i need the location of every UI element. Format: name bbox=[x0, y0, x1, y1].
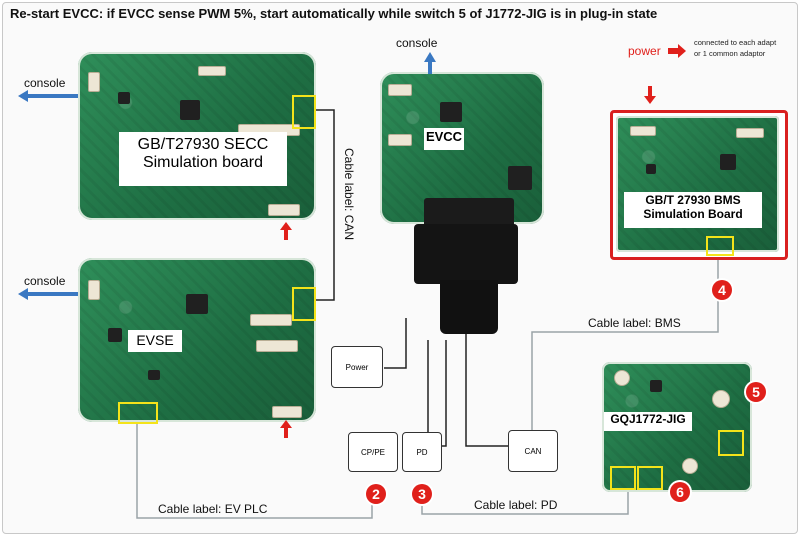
evcc-harness-connector bbox=[414, 198, 518, 338]
bms-board-label-line1: GB/T 27930 BMS bbox=[645, 193, 741, 207]
cable-bms-caption: Cable label: BMS bbox=[588, 316, 681, 330]
evcc-console-label: console bbox=[396, 36, 438, 50]
bms-connector-highlight bbox=[706, 236, 734, 256]
evse-power-arrow-icon bbox=[280, 420, 292, 438]
evse-can-connector-highlight bbox=[292, 287, 316, 321]
cable-pd-caption: Cable label: PD bbox=[474, 498, 558, 512]
power-legend-note-2: or 1 common adaptor bbox=[694, 49, 766, 58]
power-legend: power connected to each adapt or 1 commo… bbox=[628, 38, 798, 68]
badge-4: 4 bbox=[712, 280, 732, 300]
can-box: CAN bbox=[508, 430, 558, 472]
jig-connector-highlight-1 bbox=[610, 466, 636, 490]
page-title: Re-start EVCC: if EVCC sense PWM 5%, sta… bbox=[10, 6, 658, 21]
evse-board bbox=[78, 258, 316, 422]
badge-6: 6 bbox=[670, 482, 690, 502]
evcc-board-label: EVCC bbox=[424, 128, 464, 150]
secc-can-connector-highlight bbox=[292, 95, 316, 129]
secc-console-arrow-icon bbox=[18, 90, 78, 102]
power-legend-note-1: connected to each adapt bbox=[694, 38, 777, 47]
evse-console-arrow-icon bbox=[18, 288, 78, 300]
evse-plc-connector-highlight bbox=[118, 402, 158, 424]
bms-power-arrow-icon bbox=[644, 86, 656, 104]
evse-board-label: EVSE bbox=[128, 330, 182, 352]
pd-box: PD bbox=[402, 432, 442, 472]
bms-board-label: GB/T 27930 BMS Simulation Board bbox=[624, 192, 762, 228]
cable-can-caption: Cable label: CAN bbox=[342, 148, 356, 241]
cable-evplc-caption: Cable label: EV PLC bbox=[158, 502, 268, 516]
secc-console-label: console bbox=[24, 76, 66, 90]
secc-board-label: GB/T27930 SECC Simulation board bbox=[119, 132, 287, 186]
secc-board-label-line2: Simulation board bbox=[142, 154, 264, 172]
secc-power-arrow-icon bbox=[280, 222, 292, 240]
evse-console-label: console bbox=[24, 274, 66, 288]
jig-board-label: GQJ1772-JIG bbox=[604, 412, 692, 431]
secc-board-label-line1: GB/T27930 SECC bbox=[137, 136, 269, 153]
cppe-box: CP/PE bbox=[348, 432, 398, 472]
power-legend-label: power bbox=[628, 44, 661, 58]
badge-3: 3 bbox=[412, 484, 432, 504]
bms-board bbox=[616, 116, 779, 252]
jig-switch-highlight bbox=[718, 430, 744, 456]
evcc-console-arrow-icon bbox=[424, 52, 436, 74]
power-box: Power bbox=[331, 346, 383, 388]
badge-2: 2 bbox=[366, 484, 386, 504]
bms-board-label-line2: Simulation Board bbox=[643, 206, 743, 221]
badge-5: 5 bbox=[746, 382, 766, 402]
jig-connector-highlight-2 bbox=[637, 466, 663, 490]
